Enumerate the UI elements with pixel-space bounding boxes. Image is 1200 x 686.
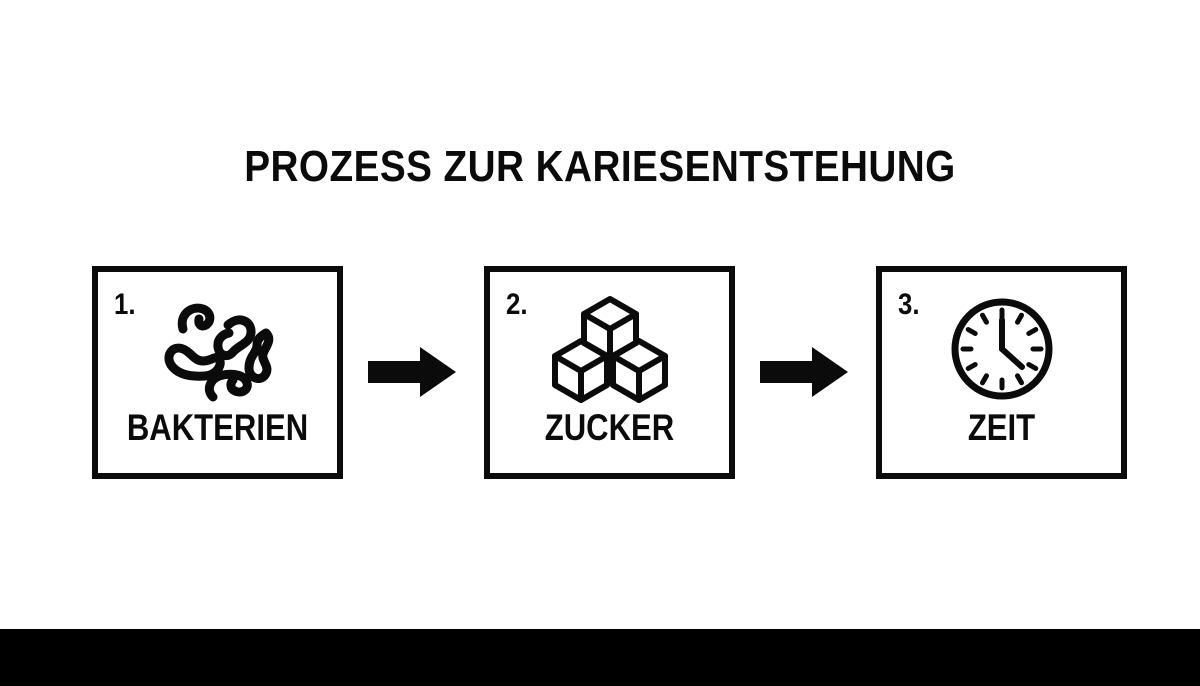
sugar-cubes-icon (490, 294, 729, 404)
process-flow: 1. BAKTE (92, 266, 1127, 479)
step-label-zucker: ZUCKER (544, 407, 675, 448)
clock-icon (882, 294, 1121, 404)
step-number-1: 1. (114, 288, 136, 321)
arrow-right-icon (760, 347, 848, 397)
step-number-2: 2. (506, 288, 528, 321)
step-label-bakterien: BAKTERIEN (126, 407, 309, 448)
bottom-black-bar (0, 629, 1200, 686)
bacteria-icon (98, 294, 337, 404)
step-number-3: 3. (898, 288, 920, 321)
step-card-zeit[interactable]: 3. (876, 266, 1127, 479)
step-card-bakterien[interactable]: 1. BAKTE (92, 266, 343, 479)
step-card-zucker[interactable]: 2. (484, 266, 735, 479)
arrow-right-icon (368, 347, 456, 397)
step-label-zeit: ZEIT (967, 407, 1036, 448)
page-title: PROZESS ZUR KARIESENTSTEHUNG (244, 142, 956, 191)
